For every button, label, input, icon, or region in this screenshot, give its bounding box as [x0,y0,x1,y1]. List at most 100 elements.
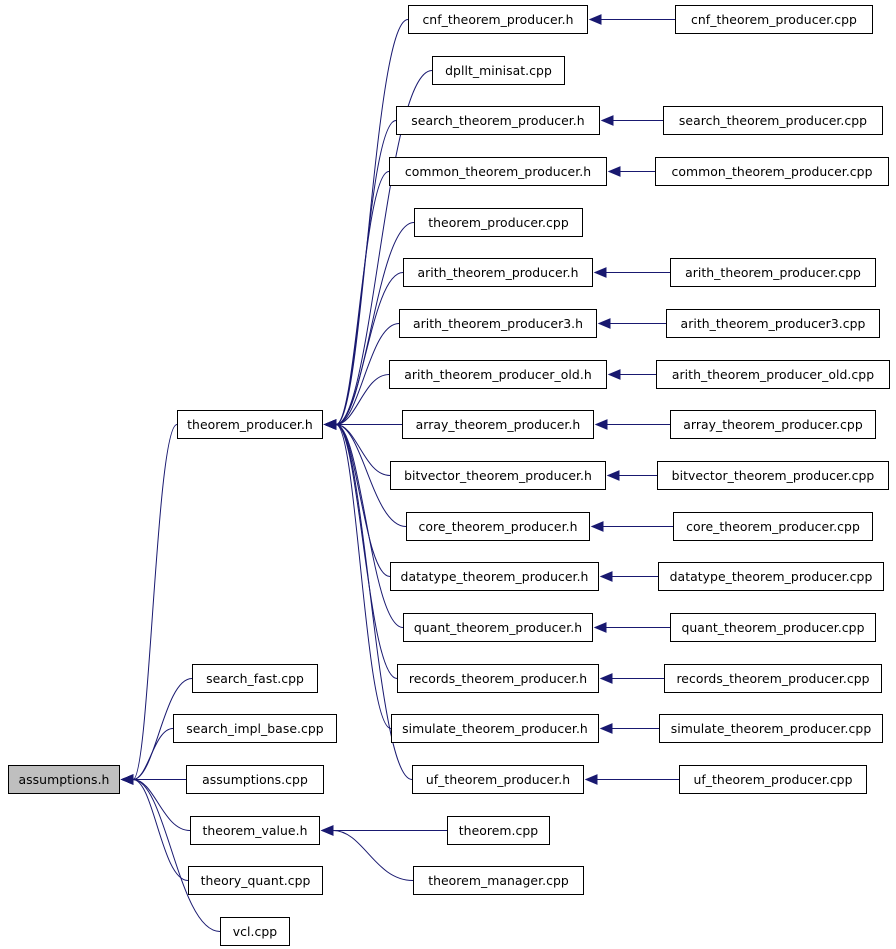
edge-arrowhead [323,419,337,430]
graph-node-label: records_theorem_producer.h [408,671,588,686]
graph-node-array_h[interactable]: array_theorem_producer.h [402,410,594,439]
graph-node-search_impl_cpp[interactable]: search_impl_base.cpp [173,714,337,743]
graph-node-quant_cpp[interactable]: quant_theorem_producer.cpp [670,613,876,642]
graph-node-label: arith_theorem_producer3.h [412,316,584,331]
graph-node-theorem_cpp[interactable]: theorem.cpp [447,816,550,845]
edge-line [335,424,392,729]
edge-line [335,424,398,679]
graph-node-common_cpp[interactable]: common_theorem_producer.cpp [655,157,889,186]
graph-node-assumptions_h[interactable]: assumptions.h [8,765,120,794]
edge-line [132,779,221,932]
graph-edge-cnf_cpp-to-cnf_h [588,14,675,25]
graph-node-quant_h[interactable]: quant_theorem_producer.h [403,613,593,642]
graph-node-core_h[interactable]: core_theorem_producer.h [406,512,590,541]
edge-arrowhead [593,622,607,633]
graph-node-search_h[interactable]: search_theorem_producer.h [396,106,600,135]
graph-node-label: arith_theorem_producer.h [417,265,579,280]
edge-arrowhead [584,774,598,785]
graph-edge-search_h-to-tp_h [323,120,397,430]
graph-node-uf_h[interactable]: uf_theorem_producer.h [412,765,584,794]
graph-node-tp_cpp[interactable]: theorem_producer.cpp [414,208,583,237]
graph-edge-simulate_cpp-to-simulate_h [599,723,659,734]
edge-arrowhead [320,825,334,836]
graph-node-datatype_h[interactable]: datatype_theorem_producer.h [390,562,599,591]
graph-node-theory_quant_cpp[interactable]: theory_quant.cpp [188,866,323,895]
graph-node-search_cpp[interactable]: search_theorem_producer.cpp [663,106,883,135]
graph-node-label: simulate_theorem_producer.h [402,721,588,736]
graph-edge-array_cpp-to-array_h [594,419,670,430]
graph-node-theorem_value_h[interactable]: theorem_value.h [190,816,320,845]
edge-line [335,424,407,527]
graph-node-arith_old_cpp[interactable]: arith_theorem_producer_old.cpp [656,360,890,389]
graph-node-cnf_h[interactable]: cnf_theorem_producer.h [408,5,588,34]
graph-node-label: search_theorem_producer.h [411,113,585,128]
graph-node-label: arith_theorem_producer.cpp [685,265,861,280]
graph-node-uf_cpp[interactable]: uf_theorem_producer.cpp [679,765,867,794]
edge-arrowhead [607,166,621,177]
edge-line [132,728,174,780]
graph-node-label: uf_theorem_producer.h [425,772,571,787]
graph-edge-arith_old_cpp-to-arith_old_h [607,369,656,380]
graph-node-datatype_cpp[interactable]: datatype_theorem_producer.cpp [658,562,884,591]
graph-node-label: dpllt_minisat.cpp [445,63,552,78]
graph-node-label: search_impl_base.cpp [186,721,324,736]
graph-node-arith3_h[interactable]: arith_theorem_producer3.h [399,309,597,338]
edge-line [335,424,413,780]
edge-arrowhead [607,369,621,380]
graph-edge-records_h-to-tp_h [323,419,398,679]
graph-edge-core_cpp-to-core_h [590,521,673,532]
graph-node-simulate_h[interactable]: simulate_theorem_producer.h [391,714,599,743]
graph-node-assumptions_cpp[interactable]: assumptions.cpp [186,765,324,794]
graph-edge-simulate_h-to-tp_h [323,419,392,729]
edge-line [335,424,391,577]
graph-node-label: theory_quant.cpp [200,873,311,888]
graph-edge-arith3_cpp-to-arith3_h [597,318,666,329]
graph-node-label: theorem_value.h [202,823,308,838]
edge-arrowhead [593,267,607,278]
graph-edge-theory_quant_cpp-to-assumptions_h [120,774,189,881]
graph-node-records_cpp[interactable]: records_theorem_producer.cpp [664,664,882,693]
edge-line [335,272,404,425]
graph-node-label: records_theorem_producer.cpp [676,671,870,686]
edge-line [335,374,390,425]
graph-edge-uf_cpp-to-uf_h [584,774,679,785]
graph-node-simulate_cpp[interactable]: simulate_theorem_producer.cpp [659,714,883,743]
graph-edge-tm_cpp-to-theorem_value_h [320,825,414,881]
graph-node-label: search_theorem_producer.cpp [678,113,868,128]
graph-node-cnf_cpp[interactable]: cnf_theorem_producer.cpp [675,5,873,34]
graph-node-arith_cpp[interactable]: arith_theorem_producer.cpp [670,258,876,287]
graph-node-label: simulate_theorem_producer.cpp [670,721,872,736]
graph-node-records_h[interactable]: records_theorem_producer.h [397,664,599,693]
graph-node-bitvector_cpp[interactable]: bitvector_theorem_producer.cpp [657,461,889,490]
graph-node-label: assumptions.cpp [202,772,308,787]
graph-edge-records_cpp-to-records_h [599,673,664,684]
graph-node-arith3_cpp[interactable]: arith_theorem_producer3.cpp [666,309,880,338]
graph-node-label: theorem.cpp [458,823,539,838]
edge-arrowhead [606,470,620,481]
graph-node-tp_h[interactable]: theorem_producer.h [177,410,323,439]
graph-node-array_cpp[interactable]: array_theorem_producer.cpp [670,410,876,439]
graph-node-tm_cpp[interactable]: theorem_manager.cpp [413,866,584,895]
graph-node-label: theorem_producer.cpp [428,215,569,230]
graph-node-label: theorem_manager.cpp [428,873,569,888]
edge-line [335,120,397,425]
graph-node-vcl_cpp[interactable]: vcl.cpp [220,917,290,946]
graph-node-bitvector_h[interactable]: bitvector_theorem_producer.h [390,461,606,490]
graph-node-arith_old_h[interactable]: arith_theorem_producer_old.h [389,360,607,389]
graph-node-core_cpp[interactable]: core_theorem_producer.cpp [673,512,873,541]
graph-node-label: quant_theorem_producer.h [413,620,583,635]
graph-edge-bitvector_cpp-to-bitvector_h [606,470,657,481]
graph-node-dpllt_cpp[interactable]: dpllt_minisat.cpp [432,56,565,85]
edge-line [132,779,189,881]
graph-node-search_fast_cpp[interactable]: search_fast.cpp [192,664,318,693]
graph-node-arith_h[interactable]: arith_theorem_producer.h [403,258,593,287]
graph-edge-search_cpp-to-search_h [600,115,663,126]
graph-node-label: datatype_theorem_producer.h [400,569,589,584]
graph-node-label: cnf_theorem_producer.h [422,12,574,27]
edge-arrowhead [600,115,614,126]
graph-node-label: array_theorem_producer.cpp [683,417,863,432]
graph-node-common_h[interactable]: common_theorem_producer.h [389,157,607,186]
graph-edge-arith_cpp-to-arith_h [593,267,670,278]
